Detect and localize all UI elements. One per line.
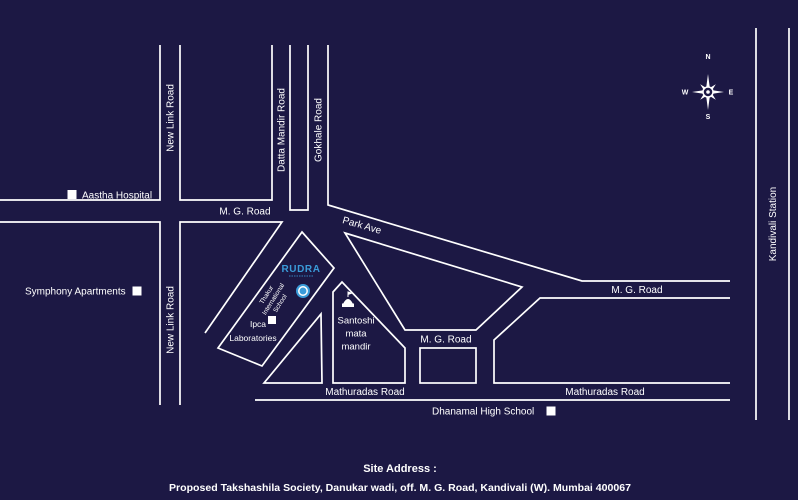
park-ave-block-outline bbox=[343, 231, 524, 331]
mathuradas-road-west-label: Mathuradas Road bbox=[325, 387, 405, 398]
datta-mandir-gokhale-connector bbox=[289, 45, 309, 211]
project-name: RUDRA bbox=[281, 264, 320, 275]
datta-mandir-road-label: Datta Mandir Road bbox=[277, 88, 288, 172]
compass-east-label: E bbox=[729, 90, 734, 97]
new-link-road-north-label: New Link Road bbox=[166, 84, 177, 152]
compass-north-label: N bbox=[705, 54, 710, 61]
project-logo: RUDRA bbox=[281, 264, 320, 298]
site-address-text: Proposed Takshashila Society, Danukar wa… bbox=[169, 482, 631, 494]
santoshi-label-line-1: Santoshi bbox=[338, 316, 375, 327]
mathuradas-road-east-label: Mathuradas Road bbox=[565, 387, 645, 398]
mg-road-west-north-edge bbox=[179, 45, 273, 201]
santoshi-label-line-2: mata bbox=[345, 329, 367, 340]
ipca-label-line-1: Ipca bbox=[250, 319, 266, 329]
mg-road-west-south-edge bbox=[179, 221, 284, 405]
compass-south-label: S bbox=[706, 114, 711, 121]
compass-west-label: W bbox=[682, 90, 689, 97]
landmark-markers bbox=[67, 190, 556, 416]
temple-icon bbox=[342, 291, 354, 307]
dhanamal-high-school-label: Dhanamal High School bbox=[432, 407, 534, 418]
santoshi-block-outline bbox=[332, 280, 406, 384]
small-block-outline bbox=[419, 347, 477, 384]
mg-road-south-label: M. G. Road bbox=[420, 335, 471, 346]
park-ave-north-edge bbox=[327, 45, 730, 282]
road-network bbox=[0, 28, 790, 420]
compass-center-dot bbox=[706, 90, 710, 94]
aastha-hospital-square-marker-icon bbox=[67, 190, 77, 199]
thakur-school-square-marker-icon bbox=[268, 316, 276, 324]
thakur-block-outline bbox=[216, 230, 336, 368]
compass-rose-icon: N S W E bbox=[682, 54, 734, 121]
site-address-heading: Site Address : bbox=[363, 463, 437, 475]
aastha-road-north-edge bbox=[0, 45, 161, 201]
mg-road-west-label: M. G. Road bbox=[219, 207, 270, 218]
gokhale-road-label: Gokhale Road bbox=[314, 98, 325, 162]
mg-road-east-label: M. G. Road bbox=[611, 285, 662, 296]
symphony-apartments-square-marker-icon bbox=[132, 286, 142, 296]
site-address: Site Address : Proposed Takshashila Soci… bbox=[169, 463, 631, 494]
santoshi-label-line-3: mandir bbox=[341, 342, 370, 353]
kandivali-station-label: Kandivali Station bbox=[768, 187, 779, 262]
symphony-apartments-label: Symphony Apartments bbox=[25, 287, 126, 298]
aastha-hospital-label: Aastha Hospital bbox=[82, 191, 152, 202]
ipca-label-line-2: Laboratories bbox=[229, 333, 276, 343]
dhanamal-school-square-marker-icon bbox=[546, 406, 556, 416]
aastha-road-south-edge bbox=[0, 221, 161, 405]
south-triangle-block-outline bbox=[262, 311, 323, 384]
new-link-road-south-label: New Link Road bbox=[166, 286, 177, 354]
location-pin-icon bbox=[296, 284, 310, 298]
mg-road-east-block-outline bbox=[493, 297, 730, 384]
